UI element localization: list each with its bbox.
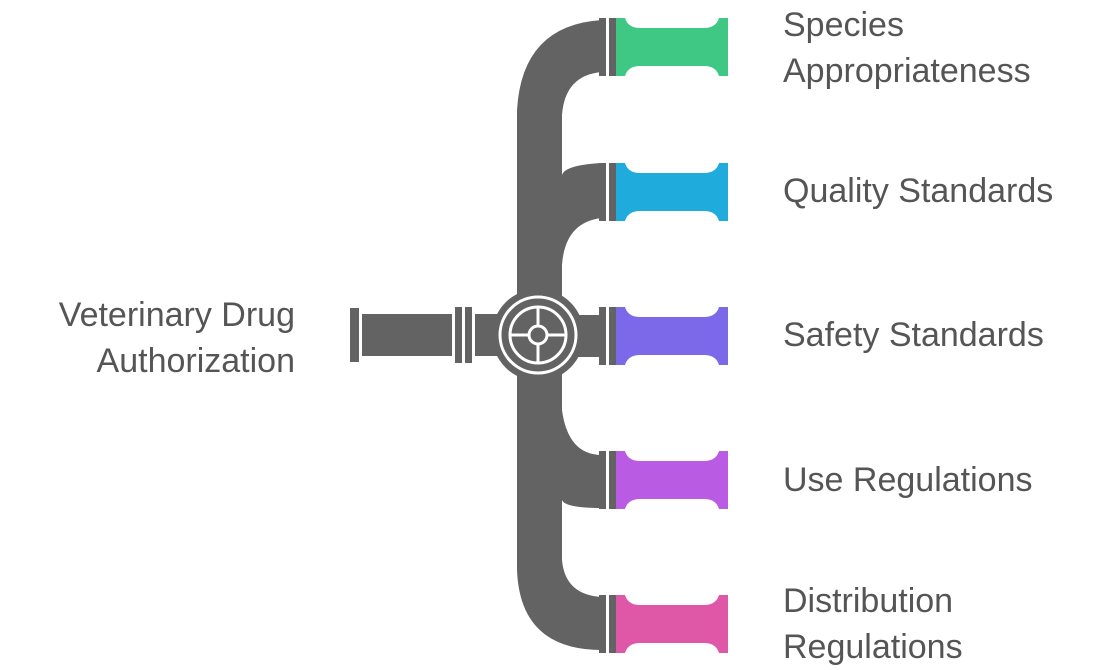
input-label-line-1: Veterinary Drug	[58, 296, 295, 334]
valve-icon	[492, 289, 584, 381]
output-pipe-flange	[609, 163, 616, 221]
output-pipe-colored-segment	[616, 163, 728, 221]
output-pipes	[560, 18, 728, 653]
output-label-species-appropriateness: Species Appropriateness	[783, 2, 1031, 94]
valve-inner-ring	[498, 295, 578, 375]
output-pipe-colored-segment	[616, 451, 728, 509]
output-pipe	[599, 451, 728, 509]
output-pipe-colored-segment	[616, 595, 728, 653]
input-pipe-flange	[465, 307, 472, 363]
output-pipe-flange	[599, 451, 606, 509]
input-label-line-2: Authorization	[96, 342, 295, 380]
output-pipe	[560, 307, 728, 365]
output-pipe	[599, 18, 728, 76]
input-pipe-end-cap	[350, 308, 359, 362]
output-label-line: Use Regulations	[783, 461, 1033, 499]
output-pipe-flange	[609, 595, 616, 653]
output-label-quality-standards: Quality Standards	[783, 168, 1053, 214]
output-label-use-regulations: Use Regulations	[783, 457, 1032, 503]
output-pipe-flange	[599, 18, 606, 76]
output-label-line: Quality Standards	[783, 172, 1054, 210]
output-pipe-colored-segment	[616, 307, 728, 365]
output-label-line: Safety Standards	[783, 316, 1044, 354]
valve-outer-ring	[492, 289, 584, 381]
output-pipe-flange	[599, 307, 606, 365]
output-pipe	[599, 595, 728, 653]
output-label-line: Regulations	[783, 628, 963, 666]
output-pipe-flange	[599, 595, 606, 653]
output-pipe-flange	[599, 163, 606, 221]
output-label-safety-standards: Safety Standards	[783, 312, 1044, 358]
output-pipe-flange	[609, 18, 616, 76]
output-label-line: Species	[783, 6, 904, 44]
output-pipe	[599, 163, 728, 221]
input-label: Veterinary Drug Authorization	[59, 292, 295, 384]
output-pipe-flange	[609, 451, 616, 509]
output-pipe-flange	[609, 307, 616, 365]
input-pipe-flange	[455, 307, 462, 363]
output-label-line: Distribution	[783, 582, 954, 620]
output-label-distribution-regulations: Distribution Regulations	[783, 578, 963, 670]
input-pipe	[350, 307, 505, 363]
input-pipe-body	[362, 314, 452, 356]
output-pipe-colored-segment	[616, 18, 728, 76]
output-label-line: Appropriateness	[783, 52, 1031, 90]
